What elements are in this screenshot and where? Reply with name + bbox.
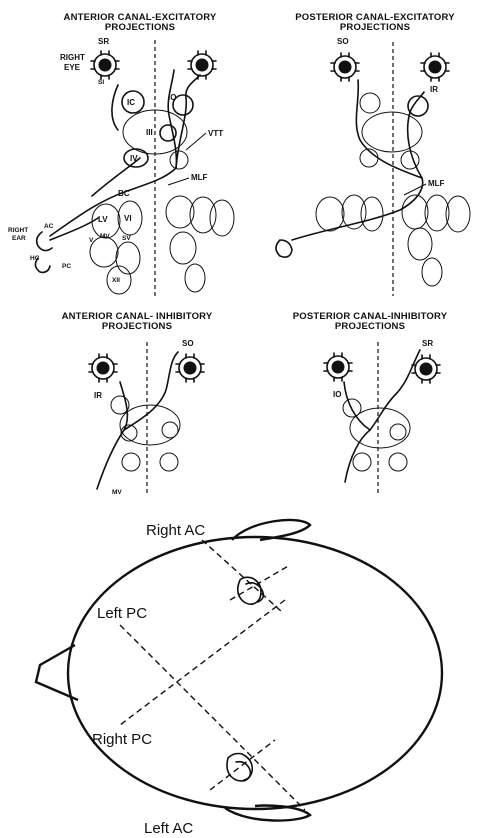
right-ear-label-2: EAR <box>12 235 26 242</box>
so-pathway <box>356 80 422 178</box>
nucleus <box>162 422 178 438</box>
head-canal-diagram: Right AC Left PC Right PC Left AC <box>36 520 442 837</box>
right-eye-label-2: EYE <box>64 63 81 72</box>
medulla-lobe <box>422 258 442 286</box>
left-eye-icon <box>421 53 449 81</box>
head-outline <box>68 537 442 809</box>
si-label: SI <box>98 79 104 86</box>
medulla-lobe <box>425 195 449 231</box>
v-label: V <box>89 237 94 244</box>
iii-label: III <box>146 128 153 137</box>
panel-posterior-excitatory: POSTERIOR CANAL-EXCITATORY PROJECTIONS S… <box>276 12 470 296</box>
mv-label: MV <box>112 489 122 496</box>
lv-label: LV <box>98 215 108 224</box>
panel-anterior-excitatory: ANTERIOR CANAL-EXCITATORY PROJECTIONS <box>8 12 234 298</box>
sr-label: SR <box>422 339 433 348</box>
left-eye-icon <box>188 51 216 79</box>
ir-label: IR <box>94 391 102 400</box>
mlf-label: MLF <box>428 179 445 188</box>
panel-anterior-inhibitory: ANTERIOR CANAL- INHIBITORY PROJECTIONS S… <box>62 311 213 496</box>
io-label: IO <box>333 390 341 399</box>
right-pc-label: Right PC <box>92 731 152 748</box>
medulla-lobe <box>316 197 344 231</box>
nucleus <box>122 453 140 471</box>
medulla-lobe <box>116 242 140 274</box>
left-pc-label: Left PC <box>97 605 147 622</box>
panel-subtitle: PROJECTIONS <box>340 22 410 33</box>
mv-label: MV <box>100 233 110 240</box>
bc-label: BC <box>118 189 130 198</box>
bc-pathway <box>92 158 140 196</box>
medulla-lobe <box>170 232 196 264</box>
right-eye-label: RIGHT <box>60 53 85 62</box>
io-pathway <box>176 75 200 168</box>
so-label: SO <box>337 37 349 46</box>
panel-posterior-inhibitory: POSTERIOR CANAL-INHIBITORY PROJECTIONS S… <box>293 311 448 495</box>
xii-label: XII <box>112 277 120 284</box>
mv-nucleus <box>90 237 118 267</box>
vtt-label: VTT <box>208 129 223 138</box>
medulla-lobe <box>210 200 234 236</box>
panel-subtitle: PROJECTIONS <box>105 22 175 33</box>
ic-label: IC <box>127 98 135 107</box>
panel-subtitle: PROJECTIONS <box>335 321 405 332</box>
io-label: IO <box>168 93 176 102</box>
right-ac-label: Right AC <box>146 522 205 539</box>
panel-subtitle: PROJECTIONS <box>102 321 172 332</box>
medulla-lobe <box>446 196 470 232</box>
so-pathway <box>124 352 178 430</box>
nose-outline <box>36 645 78 700</box>
right-eye-icon <box>89 354 117 382</box>
pc-label: PC <box>62 263 71 270</box>
io-pathway <box>344 382 370 430</box>
left-eye-icon <box>176 354 204 382</box>
ac-canal <box>37 232 52 251</box>
right-eye-icon <box>91 51 119 79</box>
sv-label: SV <box>122 235 131 242</box>
right-eye-icon <box>331 53 359 81</box>
ir-label: IR <box>430 85 438 94</box>
left-pc-plane-line <box>120 625 305 810</box>
nucleus <box>389 453 407 471</box>
mlf-label: MLF <box>191 173 208 182</box>
iv-label: IV <box>130 154 138 163</box>
hc-label: HC <box>30 255 40 262</box>
medulla-lobe <box>185 264 205 292</box>
mlf-pathway <box>292 178 423 240</box>
vi-label: VI <box>124 214 132 223</box>
right-sr-pathway <box>112 85 118 130</box>
right-eye-icon <box>324 353 352 381</box>
nucleus <box>160 453 178 471</box>
medulla-lobe <box>402 195 428 229</box>
mlf-leader <box>404 184 426 195</box>
right-ear-label: RIGHT <box>8 227 28 234</box>
ac-label: AC <box>44 223 54 230</box>
nucleus <box>390 424 406 440</box>
nucleus <box>353 453 371 471</box>
vtt-leader <box>186 133 206 150</box>
canal-icon <box>276 240 292 257</box>
mlf-leader <box>168 178 189 185</box>
so-label: SO <box>182 339 194 348</box>
sr-label: SR <box>98 37 109 46</box>
midbrain-outline <box>362 112 422 152</box>
nucleus <box>360 93 380 113</box>
medulla-lobe <box>361 197 383 231</box>
medulla-lobe <box>408 228 432 260</box>
left-ac-label: Left AC <box>144 820 193 837</box>
vtt-circle <box>170 151 188 169</box>
